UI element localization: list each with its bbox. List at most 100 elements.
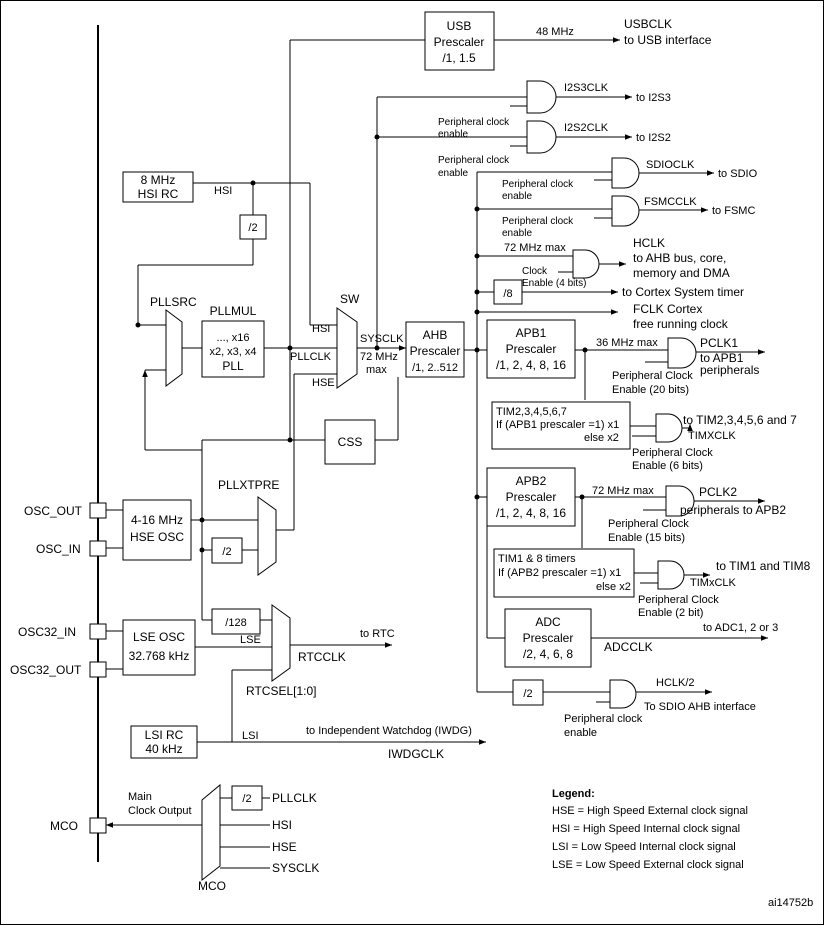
junction-dots xyxy=(135,134,588,553)
mco-div2-label: /2 xyxy=(242,793,251,805)
tim1-destination: to TIM1 and TIM8 xyxy=(716,559,811,573)
tim2-box-label: TIM2,3,4,5,6,7 xyxy=(496,406,567,418)
i2s3-enable-label2: enable xyxy=(438,129,468,140)
i2s2-gate xyxy=(526,120,557,154)
sysclk-max: 72 MHz xyxy=(360,351,398,363)
lse-osc-frequency: 32.768 kHz xyxy=(129,649,190,663)
adc-prescaler-box xyxy=(504,608,592,668)
ahb-label: AHB xyxy=(423,328,448,342)
mco-sysclk-label: SYSCLK xyxy=(272,861,319,875)
sw-mux xyxy=(336,307,358,389)
usb-destination: to USB interface xyxy=(624,33,712,47)
hclk-destination: to AHB bus, core, xyxy=(633,251,726,265)
osc-out-label: OSC_OUT xyxy=(24,504,83,518)
timxclk-label: TIMXCLK xyxy=(688,430,736,442)
lse-line-label: LSE xyxy=(240,634,261,646)
pllsrc-label: PLLSRC xyxy=(150,295,197,309)
pclk2-enable-label: Peripheral Clock xyxy=(608,518,689,530)
ahb-values: /1, 2..512 xyxy=(412,362,458,374)
i2s3-enable-label: Peripheral clock xyxy=(438,117,510,128)
hclk2-enable-label2: enable xyxy=(564,727,597,739)
apb1-label2: Prescaler xyxy=(506,342,557,356)
lsi-rc-box xyxy=(130,725,198,759)
hclk-clock-label: Clock xyxy=(522,266,548,277)
div8-label: /8 xyxy=(503,288,512,300)
i2s3-destination: to I2S3 xyxy=(636,92,671,104)
hclk-div2-label: /2 xyxy=(523,688,532,700)
apb1-label: APB1 xyxy=(516,326,547,340)
lse-osc-label: LSE OSC xyxy=(133,630,185,644)
pllmul-label: PLLMUL xyxy=(210,304,257,318)
hclk2-gate xyxy=(609,679,637,709)
tim1-box-rule: If (APB2 prescaler =1) x1 xyxy=(498,567,621,579)
div8-box xyxy=(493,279,523,305)
lsi-line-label: LSI xyxy=(242,730,259,742)
pll-multiplier-values2: x2, x3, x4 xyxy=(209,346,256,358)
ahb-prescaler-box xyxy=(405,321,465,378)
usb-prescaler-values: /1, 1.5 xyxy=(442,51,476,65)
pclk1-label: PCLK1 xyxy=(700,336,738,350)
pllclk-line-label: PLLCLK xyxy=(290,351,332,363)
pllsrc-mux xyxy=(165,309,183,387)
adc-label2: Prescaler xyxy=(523,631,574,645)
fsmc-destination: to FSMC xyxy=(712,205,755,217)
pll-multiplier-values: ..., x16 xyxy=(216,332,249,344)
i2s2clk-label: I2S2CLK xyxy=(564,122,609,134)
hclk-div2-box xyxy=(512,679,544,706)
pclk2-label: PCLK2 xyxy=(699,485,737,499)
sdioclk-label: SDIOCLK xyxy=(646,159,695,171)
mco-pllclk-label: PLLCLK xyxy=(272,791,317,805)
usb-prescaler-label: USB xyxy=(447,19,472,33)
osc-out-pin xyxy=(89,502,107,519)
i2s3-gate xyxy=(526,80,557,114)
hse-osc-label: HSE OSC xyxy=(130,530,184,544)
apb1-max-label: 36 MHz max xyxy=(596,337,658,349)
fsmc-gate xyxy=(611,195,640,227)
i2s2-enable-label: Peripheral clock xyxy=(438,155,510,166)
hse-div2-box xyxy=(211,537,243,564)
apb2-prescaler-box xyxy=(486,467,576,527)
hsi-rc-label: HSI RC xyxy=(138,187,179,201)
tim1-enable-label: Peripheral Clock xyxy=(638,594,719,606)
sw-hse-label: HSE xyxy=(312,377,335,389)
tim2-enable-label2: Enable (6 bits) xyxy=(632,460,703,472)
sw-label: SW xyxy=(340,292,360,306)
i2s2-enable-label2: enable xyxy=(438,168,468,179)
mco-hse-label: HSE xyxy=(272,840,297,854)
hclk2-destination: To SDIO AHB interface xyxy=(644,701,756,713)
legend-title: Legend: xyxy=(552,788,595,800)
hclk-max-label: 72 MHz max xyxy=(504,242,566,254)
lse-osc-box xyxy=(122,619,196,676)
usbclk-label: USBCLK xyxy=(624,17,672,31)
tim2-box-else: else x2 xyxy=(584,432,619,444)
tim2-box-rule: If (APB1 prescaler =1) x1 xyxy=(496,419,619,431)
lsi-rc-label: LSI RC xyxy=(145,728,184,742)
pll-label: PLL xyxy=(222,359,244,373)
hse-osc-box xyxy=(122,499,192,561)
hclk-enable-label: Enable (4 bits) xyxy=(522,278,586,289)
osc32-out-label: OSC32_OUT xyxy=(10,663,82,677)
hclk-label: HCLK xyxy=(633,236,665,250)
legend-lsi: LSI = Low Speed Internal clock signal xyxy=(552,841,736,853)
mco-output-label: Main xyxy=(128,791,152,803)
apb2-values: /1, 2, 4, 8, 16 xyxy=(496,506,566,520)
mco-mux-label: MCO xyxy=(198,879,226,893)
iwdg-destination: to Independent Watchdog (IWDG) xyxy=(306,725,472,737)
pllxtpre-mux xyxy=(257,496,277,576)
pclk1-enable-label2: Enable (20 bits) xyxy=(612,384,689,396)
i2s3clk-label: I2S3CLK xyxy=(564,82,609,94)
hclk-destination2: memory and DMA xyxy=(633,266,730,280)
legend-lse: LSE = Low Speed External clock signal xyxy=(552,859,744,871)
css-label: CSS xyxy=(338,435,363,449)
hclk2-label: HCLK/2 xyxy=(656,677,695,689)
apb2-label2: Prescaler xyxy=(506,490,557,504)
adc-values: /2, 4, 6, 8 xyxy=(523,647,573,661)
tim1-box-else: else x2 xyxy=(596,581,631,593)
mco-pin xyxy=(89,817,107,834)
div128-box xyxy=(211,608,261,635)
pllxtpre-label: PLLXTPRE xyxy=(218,478,279,492)
adc-destination: to ADC1, 2 or 3 xyxy=(703,622,778,634)
fclk-label2: free running clock xyxy=(633,317,729,331)
rtc-destination: to RTC xyxy=(360,628,395,640)
hclk-gate xyxy=(572,249,600,279)
